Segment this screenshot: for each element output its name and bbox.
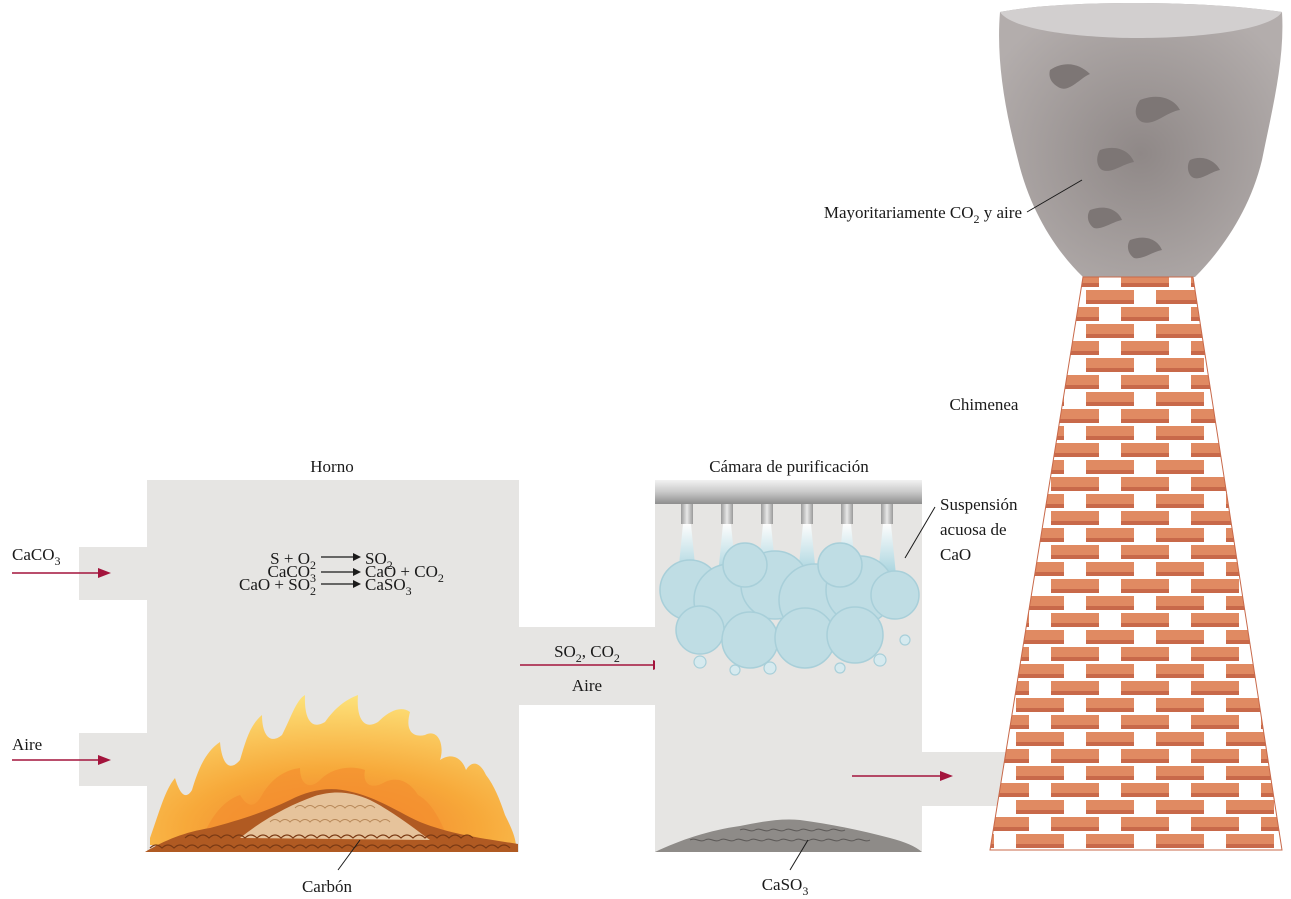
air-input: Aire <box>12 735 111 765</box>
caso3-texture <box>689 828 871 842</box>
slurry-label: Suspensión acuosa de CaO <box>940 495 1022 564</box>
slurry-highlights <box>693 634 911 676</box>
spray-nozzle <box>878 504 896 575</box>
exhaust-label: Mayoritariamente CO2 y aire <box>824 203 1022 226</box>
caco3-input: CaCO3 <box>12 545 111 578</box>
furnace-title: Horno <box>310 457 353 476</box>
scrubber-title: Cámara de purificación <box>709 457 869 476</box>
caso3-leader-line <box>789 839 809 871</box>
exhaust-leader-line <box>1026 179 1083 213</box>
stack-arrow-head <box>940 771 953 781</box>
transfer-gases-label: SO2, CO2 <box>554 642 620 665</box>
furnace: Horno S + O2 SO2 CaCO3 CaO + CO2 CaO + S… <box>79 457 657 896</box>
air-arrow-head <box>98 755 111 765</box>
smoke-plume <box>999 3 1283 277</box>
reaction-1: S + O2 SO2 <box>270 549 393 572</box>
coal-label: Carbón <box>302 877 353 896</box>
slurry-leader-line <box>904 506 936 559</box>
gas-transfer: SO2, CO2 Aire <box>520 642 666 695</box>
svg-text:CaCO3: CaCO3 <box>268 562 317 585</box>
smokestack: Chimenea Mayoritariamente CO2 y aire <box>824 3 1283 851</box>
chimney-body <box>989 276 1283 851</box>
reaction-3: CaO + SO2 CaSO3 <box>239 575 412 598</box>
caO-slurry-cloud <box>659 542 920 669</box>
reaction-2: CaCO3 CaO + CO2 <box>268 562 444 585</box>
caco3-arrow-head <box>98 568 111 578</box>
svg-text:S + O2: S + O2 <box>270 549 316 572</box>
caco3-label: CaCO3 <box>12 545 61 568</box>
transfer-air-label: Aire <box>572 676 602 695</box>
spray-nozzle <box>798 504 816 575</box>
scrubber: Cámara de purificación Suspensión acuosa… <box>655 457 1022 898</box>
air-label: Aire <box>12 735 42 754</box>
caso3-pile <box>655 819 922 852</box>
svg-text:CaSO3: CaSO3 <box>365 575 412 598</box>
spray-manifold <box>655 480 922 504</box>
svg-text:SO2: SO2 <box>365 549 393 572</box>
furnace-outlet-duct <box>517 627 657 705</box>
svg-text:CaO + SO2: CaO + SO2 <box>239 575 316 598</box>
chimney-title: Chimenea <box>950 395 1019 414</box>
coal-pile <box>145 789 518 852</box>
scrubber-outlet-duct <box>920 752 1010 806</box>
coal-leader-line <box>337 839 361 871</box>
caso3-label: CaSO3 <box>762 875 809 898</box>
svg-text:CaO + CO2: CaO + CO2 <box>365 562 444 585</box>
